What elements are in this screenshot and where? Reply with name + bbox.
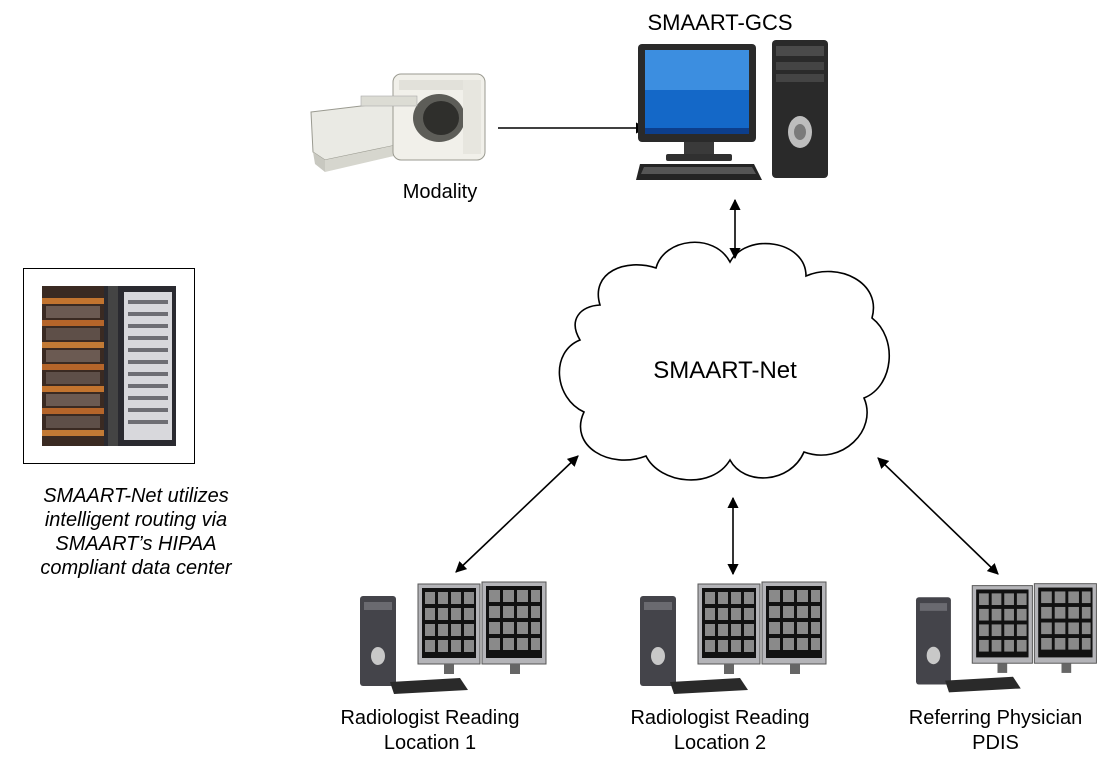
workstation-icon (360, 581, 547, 694)
endpoint-label-line: Referring Physician (908, 707, 1083, 729)
caption-line: SMAART-Net utilizes (43, 485, 229, 507)
endpoint-label-line: Location 2 (673, 732, 767, 754)
server-rack-icon (42, 286, 176, 446)
modality-label: Modality (402, 181, 478, 203)
endpoint-label-radiologist-1: Radiologist Reading Location 1 (290, 706, 570, 756)
network-label: SMAART-Net (653, 357, 797, 384)
caption-line: intelligent routing via (44, 509, 228, 531)
mri-scanner-icon (310, 73, 486, 172)
desktop-computer-icon (636, 40, 828, 180)
workstation-icon (916, 583, 1097, 693)
endpoint-label-line: Radiologist Reading (340, 707, 520, 729)
workstation-icon (640, 581, 827, 694)
net-ref-arrow (877, 457, 999, 575)
caption-line: SMAART’s HIPAA (55, 533, 217, 555)
cloud-icon (558, 241, 891, 481)
endpoint-label-line: Location 1 (383, 732, 477, 754)
data-center-frame (23, 268, 195, 464)
data-center-caption: SMAART-Net utilizes intelligent routing … (0, 484, 272, 580)
endpoint-label-line: Radiologist Reading (630, 707, 810, 729)
endpoint-label-line: PDIS (972, 732, 1019, 754)
endpoint-label-referring-physician: Referring Physician PDIS (880, 706, 1111, 756)
net-rad1-arrow (455, 455, 579, 573)
endpoint-label-radiologist-2: Radiologist Reading Location 2 (580, 706, 860, 756)
server-rack-shelves (42, 298, 104, 436)
caption-line: compliant data center (40, 557, 232, 579)
gcs-title: SMAART-GCS (647, 10, 793, 35)
